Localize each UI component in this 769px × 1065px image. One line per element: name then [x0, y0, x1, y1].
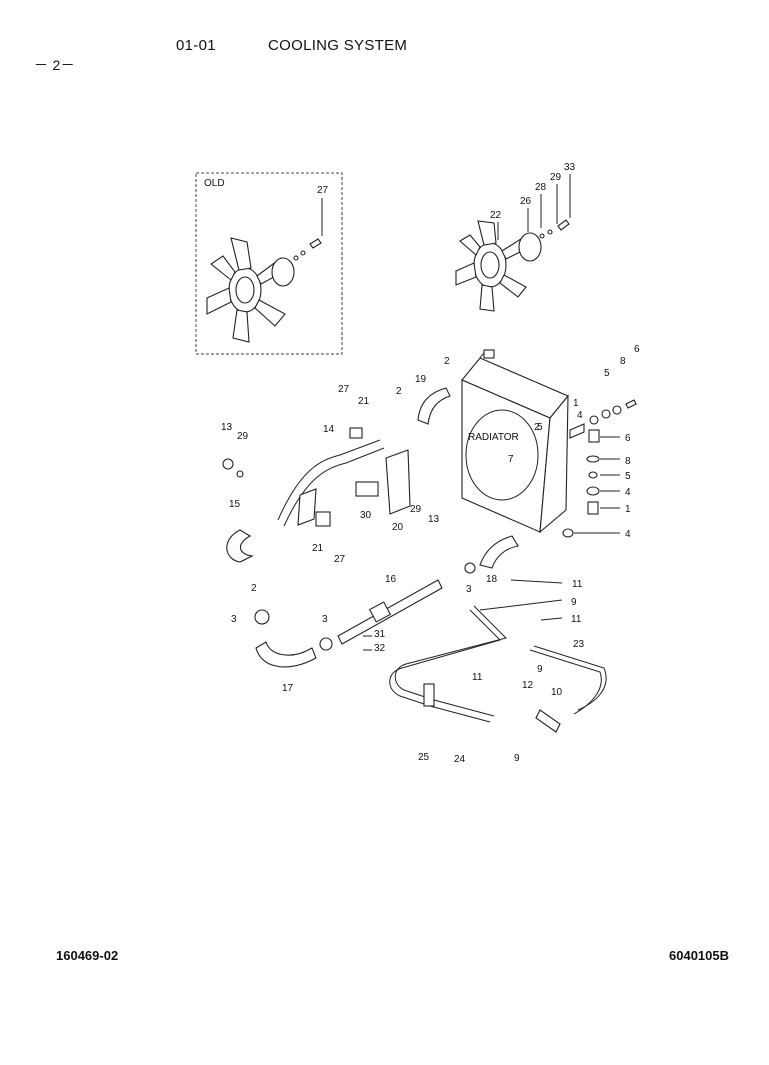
- callout-number: 2: [534, 422, 540, 433]
- callout-number: 10: [551, 687, 563, 698]
- callout-number: 17: [282, 683, 294, 694]
- callout-number: 24: [454, 754, 466, 765]
- callout-number: 19: [415, 374, 427, 385]
- callout-number: 3: [231, 614, 237, 625]
- callout-number: 11: [572, 579, 583, 590]
- callout-number: 4: [625, 529, 631, 540]
- callout-number: 32: [374, 643, 386, 654]
- callout-number: 26: [520, 196, 532, 207]
- callout-number: 22: [490, 210, 502, 221]
- footer-right-code: 6040105B: [669, 948, 729, 963]
- old-inset-label: OLD: [204, 178, 225, 189]
- callout-number: 7: [508, 454, 514, 465]
- callout-number: 28: [535, 182, 547, 193]
- callout-number: 27: [338, 384, 350, 395]
- callout-number: 18: [486, 574, 498, 585]
- callout-number: 1: [625, 504, 631, 515]
- callout-number: 16: [385, 574, 397, 585]
- callout-number: 1: [573, 398, 579, 409]
- callout-number: 9: [514, 753, 520, 764]
- callout-number: 2: [251, 583, 257, 594]
- footer-left-code: 160469-02: [56, 948, 119, 963]
- old-fan-inset: OLD: [195, 172, 343, 355]
- callout-number: 5: [604, 368, 610, 379]
- callout-number: 33: [564, 162, 576, 173]
- callout-number: 27: [317, 185, 329, 196]
- callout-number: 13: [428, 514, 440, 525]
- callout-number: 14: [323, 424, 335, 435]
- old-fan-icon: [206, 237, 286, 343]
- callout-number: 8: [620, 356, 626, 367]
- callout-number: 4: [577, 410, 583, 421]
- callout-number: 5: [625, 471, 631, 482]
- callout-number: 29: [237, 431, 249, 442]
- callout-number: 9: [571, 597, 577, 608]
- callout-number: 4: [625, 487, 631, 498]
- fan-icon: [455, 220, 527, 312]
- hoses-and-pipes: [222, 387, 607, 733]
- callout-number: 29: [410, 504, 422, 515]
- callout-number: 5: [537, 422, 543, 433]
- callout-number: 23: [573, 639, 585, 650]
- radiator-label: RADIATOR: [468, 432, 519, 443]
- callout-number: 2: [444, 356, 450, 367]
- callout-number: 21: [312, 543, 324, 554]
- callout-number: 11: [472, 672, 483, 683]
- callout-number: 8: [625, 456, 631, 467]
- callout-number: 3: [322, 614, 328, 625]
- radiator: RADIATOR: [461, 349, 569, 534]
- callout-number: 29: [550, 172, 562, 183]
- callout-number: 9: [537, 664, 543, 675]
- page-number: － 2－: [34, 57, 75, 73]
- callout-number: 21: [358, 396, 370, 407]
- fan-assembly: [455, 174, 571, 312]
- section-title: COOLING SYSTEM: [268, 37, 408, 54]
- callout-number: 15: [229, 499, 241, 510]
- callout-number: 13: [221, 422, 233, 433]
- callout-number: 2: [396, 386, 402, 397]
- callout-number: 11: [571, 614, 582, 625]
- callout-number: 20: [392, 522, 404, 533]
- section-code: 01-01: [176, 37, 216, 54]
- leader-lines: [363, 436, 620, 651]
- callout-number: 31: [374, 629, 386, 640]
- callout-number: 30: [360, 510, 372, 521]
- callout-number: 12: [522, 680, 534, 691]
- callout-number: 25: [418, 752, 430, 763]
- callout-number: 27: [334, 554, 346, 565]
- callout-number: 6: [625, 433, 631, 444]
- callout-number: 6: [634, 344, 640, 355]
- callout-number: 3: [466, 584, 472, 595]
- drain-parts: [562, 399, 637, 538]
